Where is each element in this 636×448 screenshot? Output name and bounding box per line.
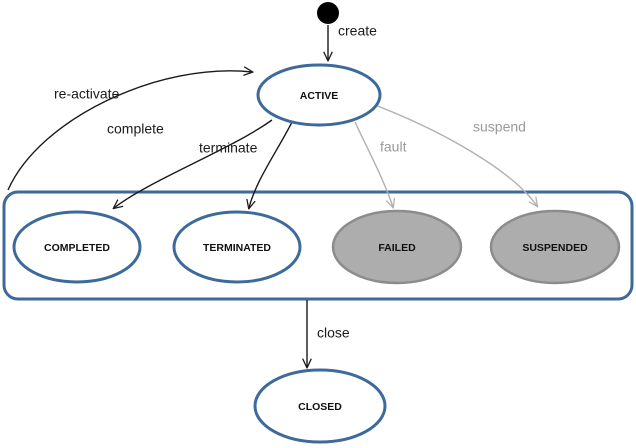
transition-label-complete: complete bbox=[107, 121, 164, 137]
state-node-suspended[interactable]: SUSPENDED bbox=[489, 209, 621, 285]
transition-suspend bbox=[374, 104, 537, 206]
state-node-failed[interactable]: FAILED bbox=[331, 209, 463, 285]
state-ellipse-completed bbox=[12, 210, 142, 284]
state-label-closed: CLOSED bbox=[298, 401, 342, 413]
state-label-suspended: SUSPENDED bbox=[522, 242, 588, 254]
state-ellipse-closed bbox=[253, 368, 387, 444]
state-ellipse-terminated bbox=[172, 210, 302, 284]
state-label-completed: COMPLETED bbox=[44, 242, 110, 254]
states-layer: ACTIVE COMPLETED TERMINATED FAILED SUSPENDED… bbox=[12, 2, 621, 444]
transition-label-create: create bbox=[338, 23, 377, 39]
final-states-region-group bbox=[2, 190, 634, 301]
transitions-layer bbox=[7, 25, 537, 367]
transition-label-fault: fault bbox=[380, 139, 407, 155]
state-label-active: ACTIVE bbox=[300, 90, 339, 102]
state-label-failed: FAILED bbox=[378, 242, 416, 254]
final-states-region bbox=[2, 190, 634, 301]
state-ellipse-suspended bbox=[489, 209, 621, 285]
transition-terminate bbox=[249, 121, 293, 208]
transition-label-suspend: suspend bbox=[473, 119, 526, 135]
transition-fault bbox=[354, 121, 393, 207]
transition-labels-layer: create re-activate complete terminate fault s… bbox=[54, 23, 526, 341]
state-node-active[interactable]: ACTIVE bbox=[256, 63, 382, 127]
transition-re-activate bbox=[7, 71, 252, 191]
transition-label-terminate: terminate bbox=[199, 140, 258, 156]
state-label-terminated: TERMINATED bbox=[203, 242, 271, 254]
state-node-completed[interactable]: COMPLETED bbox=[12, 210, 142, 284]
state-ellipse-failed bbox=[331, 209, 463, 285]
state-node-closed[interactable]: CLOSED bbox=[253, 368, 387, 444]
transition-label-re-activate: re-activate bbox=[54, 86, 120, 102]
state-node-terminated[interactable]: TERMINATED bbox=[172, 210, 302, 284]
transition-complete bbox=[114, 119, 273, 208]
state-ellipse-active bbox=[256, 63, 382, 127]
initial-state-dot-icon bbox=[317, 2, 339, 24]
transition-label-close: close bbox=[317, 325, 350, 341]
